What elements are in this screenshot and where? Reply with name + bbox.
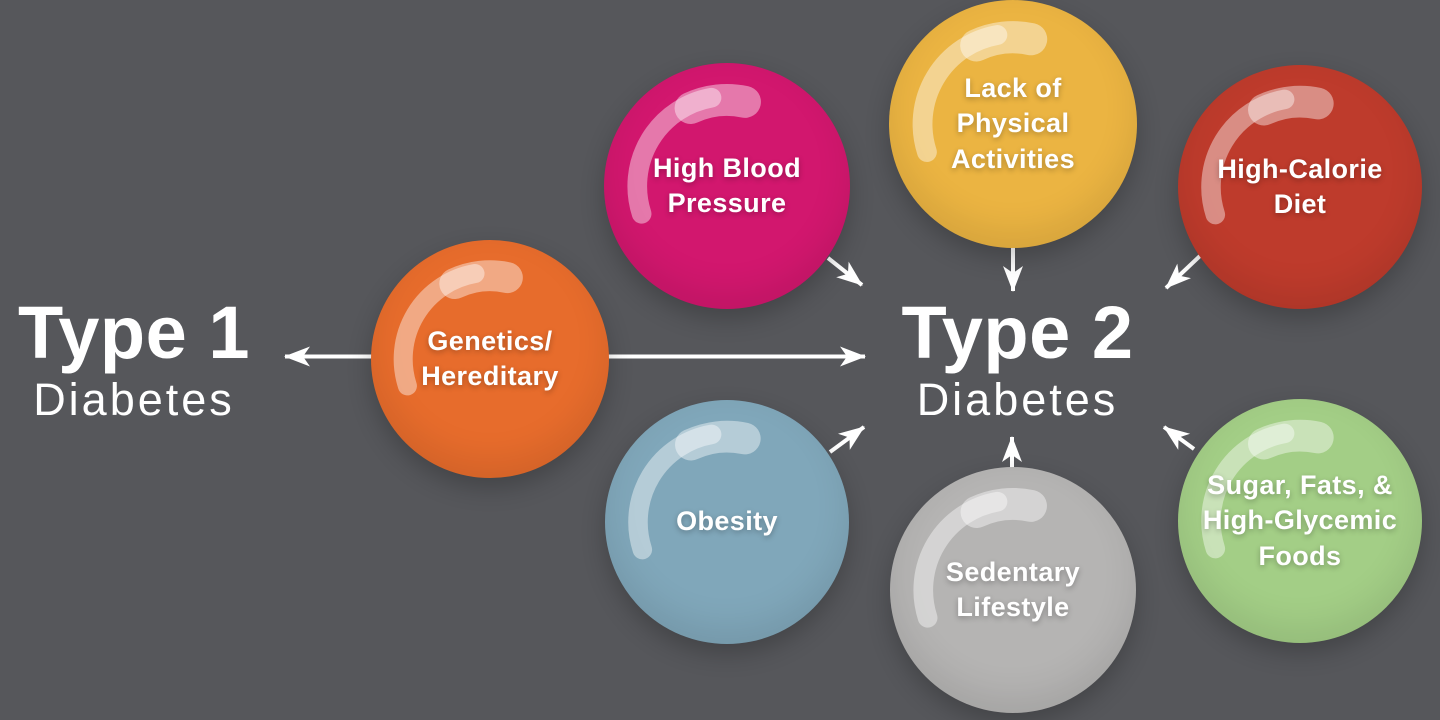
factor-bubble-sedentary-lifestyle: Sedentary Lifestyle bbox=[890, 467, 1136, 713]
factor-label-lack-of-physical-activities: Lack of Physical Activities bbox=[950, 73, 1076, 174]
arrow-obesity-to-type2 bbox=[828, 425, 866, 454]
arrow-high-blood-pressure-to-type2 bbox=[826, 256, 864, 287]
type1-subtitle: Diabetes bbox=[33, 374, 235, 425]
bubble-shine-icon bbox=[393, 260, 523, 396]
factor-bubble-high-blood-pressure: High Blood Pressure bbox=[604, 63, 850, 309]
factor-label-sedentary-lifestyle: Sedentary Lifestyle bbox=[945, 556, 1081, 622]
bubble-shine-icon bbox=[1201, 419, 1334, 559]
arrow-sugar-fats-to-type2 bbox=[1162, 425, 1196, 451]
factor-bubble-lack-of-physical-activities: Lack of Physical Activities bbox=[889, 0, 1137, 248]
factor-label-high-blood-pressure: High Blood Pressure bbox=[653, 152, 801, 218]
type2-title: Type 2 bbox=[901, 291, 1134, 374]
factor-label-sugar-fats-high-glycemic-foods: Sugar, Fats, & High-Glycemic Foods bbox=[1202, 470, 1398, 571]
factor-bubble-sugar-fats-high-glycemic-foods: Sugar, Fats, & High-Glycemic Foods bbox=[1178, 399, 1422, 643]
factor-label-high-calorie-diet: High-Calorie Diet bbox=[1217, 153, 1383, 219]
factor-label-genetics-hereditary: Genetics/ Hereditary bbox=[421, 325, 559, 391]
bubble-shine-icon bbox=[913, 488, 1047, 628]
arrow-high-calorie-diet-to-type2 bbox=[1164, 252, 1204, 290]
bubble-shine-icon bbox=[628, 420, 761, 560]
factor-bubble-obesity: Obesity bbox=[605, 400, 849, 644]
factor-bubble-high-calorie-diet: High-Calorie Diet bbox=[1178, 65, 1422, 309]
type2-subtitle: Diabetes bbox=[916, 374, 1119, 425]
bubble-shine-icon bbox=[1201, 85, 1334, 225]
factor-bubble-genetics-hereditary: Genetics/ Hereditary bbox=[371, 240, 609, 478]
bubble-shine-icon bbox=[627, 84, 761, 224]
type2-heading: Type 2 Diabetes bbox=[885, 291, 1150, 425]
type1-title: Type 1 bbox=[18, 291, 250, 374]
factor-label-obesity: Obesity bbox=[676, 506, 778, 537]
type1-heading: Type 1 Diabetes bbox=[14, 291, 254, 425]
bubble-shine-icon bbox=[912, 21, 1048, 162]
